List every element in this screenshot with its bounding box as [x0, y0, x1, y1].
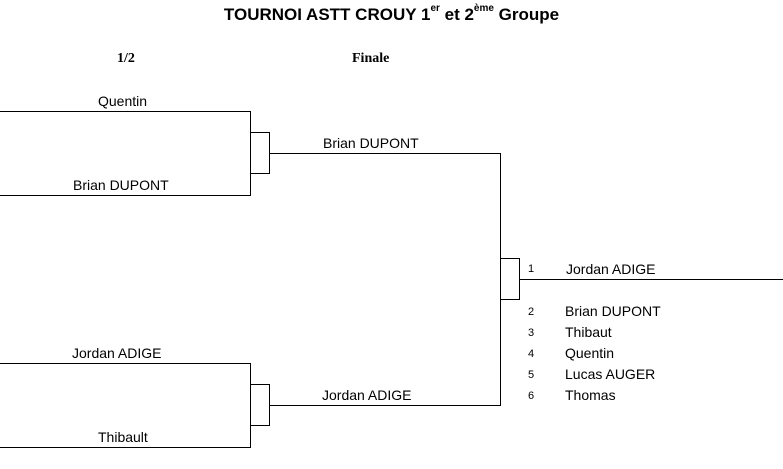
sf2-player-top: Jordan ADIGE [72, 345, 162, 361]
title-middle: et 2 [439, 5, 474, 24]
sf1-score-box [250, 132, 270, 174]
sf1-winner: Brian DUPONT [323, 135, 419, 151]
champion-name: Jordan ADIGE [566, 261, 656, 277]
final-round-label: Finale [352, 51, 390, 66]
page-title: TOURNOI ASTT CROUY 1er et 2ème Groupe [0, 3, 783, 25]
sf1-player-top: Quentin [98, 93, 148, 109]
title-end: Groupe [493, 5, 560, 24]
sf2-winner: Jordan ADIGE [322, 387, 412, 403]
title-main: TOURNOI ASTT CROUY 1 [223, 5, 431, 24]
champion-rank: 1 [527, 263, 535, 275]
sf1-player-bottom: Brian DUPONT [73, 177, 169, 193]
sf2-score-box [250, 384, 270, 426]
ranking-number: 2 [527, 306, 535, 318]
semifinal-round-label: 1/2 [117, 51, 135, 66]
ranking-name: Lucas AUGER [565, 366, 656, 382]
sf2-player-bottom: Thibault [98, 429, 148, 445]
title-sup-1: er [430, 3, 440, 15]
ranking-name: Thibaut [565, 324, 612, 340]
ranking-name: Brian DUPONT [565, 303, 661, 319]
ranking-name: Quentin [565, 345, 615, 361]
ranking-number: 5 [527, 369, 535, 381]
ranking-number: 6 [527, 390, 535, 402]
ranking-name: Thomas [565, 387, 616, 403]
ranking-number: 4 [527, 348, 535, 360]
final-score-box [500, 258, 520, 300]
title-sup-2: ème [473, 3, 494, 15]
ranking-number: 3 [527, 327, 535, 339]
